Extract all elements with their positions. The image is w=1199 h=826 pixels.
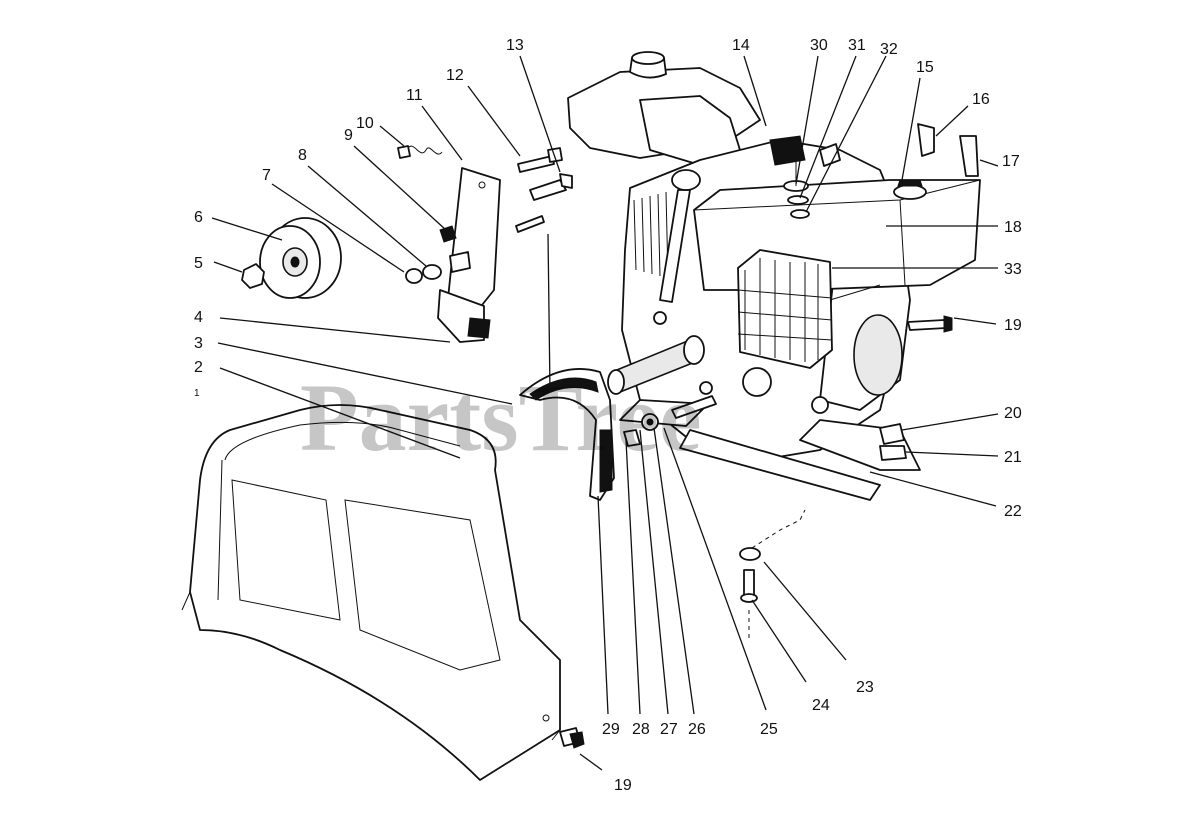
callout-19-right: 19 — [1004, 317, 1022, 334]
bolt-19-bottom — [559, 727, 585, 749]
nut-5 — [241, 263, 265, 289]
callout-2: 2 — [194, 359, 203, 376]
idler-bracket — [437, 167, 501, 343]
belt-cover — [181, 404, 561, 781]
control-linkage — [619, 395, 717, 447]
callout-24: 24 — [812, 697, 830, 714]
callout-8: 8 — [298, 147, 307, 164]
callout-22: 22 — [1004, 503, 1022, 520]
leader-lines — [211, 55, 999, 771]
callout-20: 20 — [1004, 405, 1022, 422]
callout-32: 32 — [880, 41, 898, 58]
pulley — [259, 217, 342, 299]
callout-6: 6 — [194, 209, 203, 226]
callout-7: 7 — [262, 167, 271, 184]
decal-16 — [917, 123, 935, 157]
callout-1: 1 — [194, 388, 200, 399]
engine-assembly — [567, 51, 981, 501]
callout-18: 18 — [1004, 219, 1022, 236]
callout-28: 28 — [632, 721, 650, 738]
callout-33: 33 — [1004, 261, 1022, 278]
belt — [519, 368, 615, 501]
bolt-23-alignment-line — [751, 509, 806, 549]
callout-3: 3 — [194, 335, 203, 352]
callout-27: 27 — [660, 721, 678, 738]
callout-25: 25 — [760, 721, 778, 738]
callout-9: 9 — [344, 127, 353, 144]
callout-19-bottom: 19 — [614, 777, 632, 794]
callout-21: 21 — [1004, 449, 1022, 466]
pin-20 — [879, 423, 905, 445]
spring-10 — [397, 145, 443, 159]
bolt-19-right — [907, 315, 953, 333]
callout-15: 15 — [916, 59, 934, 76]
callout-5: 5 — [194, 255, 203, 272]
callout-labels: 2 3 4 1 5 6 7 8 9 10 11 12 13 14 30 31 3… — [194, 37, 1022, 794]
callout-10: 10 — [356, 115, 374, 132]
callout-23: 23 — [856, 679, 874, 696]
bolt-24 — [740, 569, 758, 603]
callout-4: 4 — [194, 309, 203, 326]
cylinder-fins — [633, 191, 669, 279]
nut-7 — [405, 268, 423, 284]
callout-12: 12 — [446, 67, 464, 84]
callout-30: 30 — [810, 37, 828, 54]
washer-23 — [739, 547, 761, 561]
pivot-rod — [515, 215, 545, 233]
callout-16: 16 — [972, 91, 990, 108]
callout-29: 29 — [602, 721, 620, 738]
washer-8 — [422, 264, 442, 280]
pin-21 — [879, 445, 907, 461]
bolt-13 — [529, 173, 573, 201]
decal-17 — [959, 135, 979, 177]
muffler-guard — [737, 249, 881, 369]
watermark: PartsTree — [300, 364, 702, 471]
callout-17: 17 — [1002, 153, 1020, 170]
callout-11: 11 — [406, 87, 423, 104]
callout-13: 13 — [506, 37, 524, 54]
bolt-12 — [517, 147, 563, 173]
callout-26: 26 — [688, 721, 706, 738]
callout-14: 14 — [732, 37, 750, 54]
callout-31: 31 — [848, 37, 866, 54]
